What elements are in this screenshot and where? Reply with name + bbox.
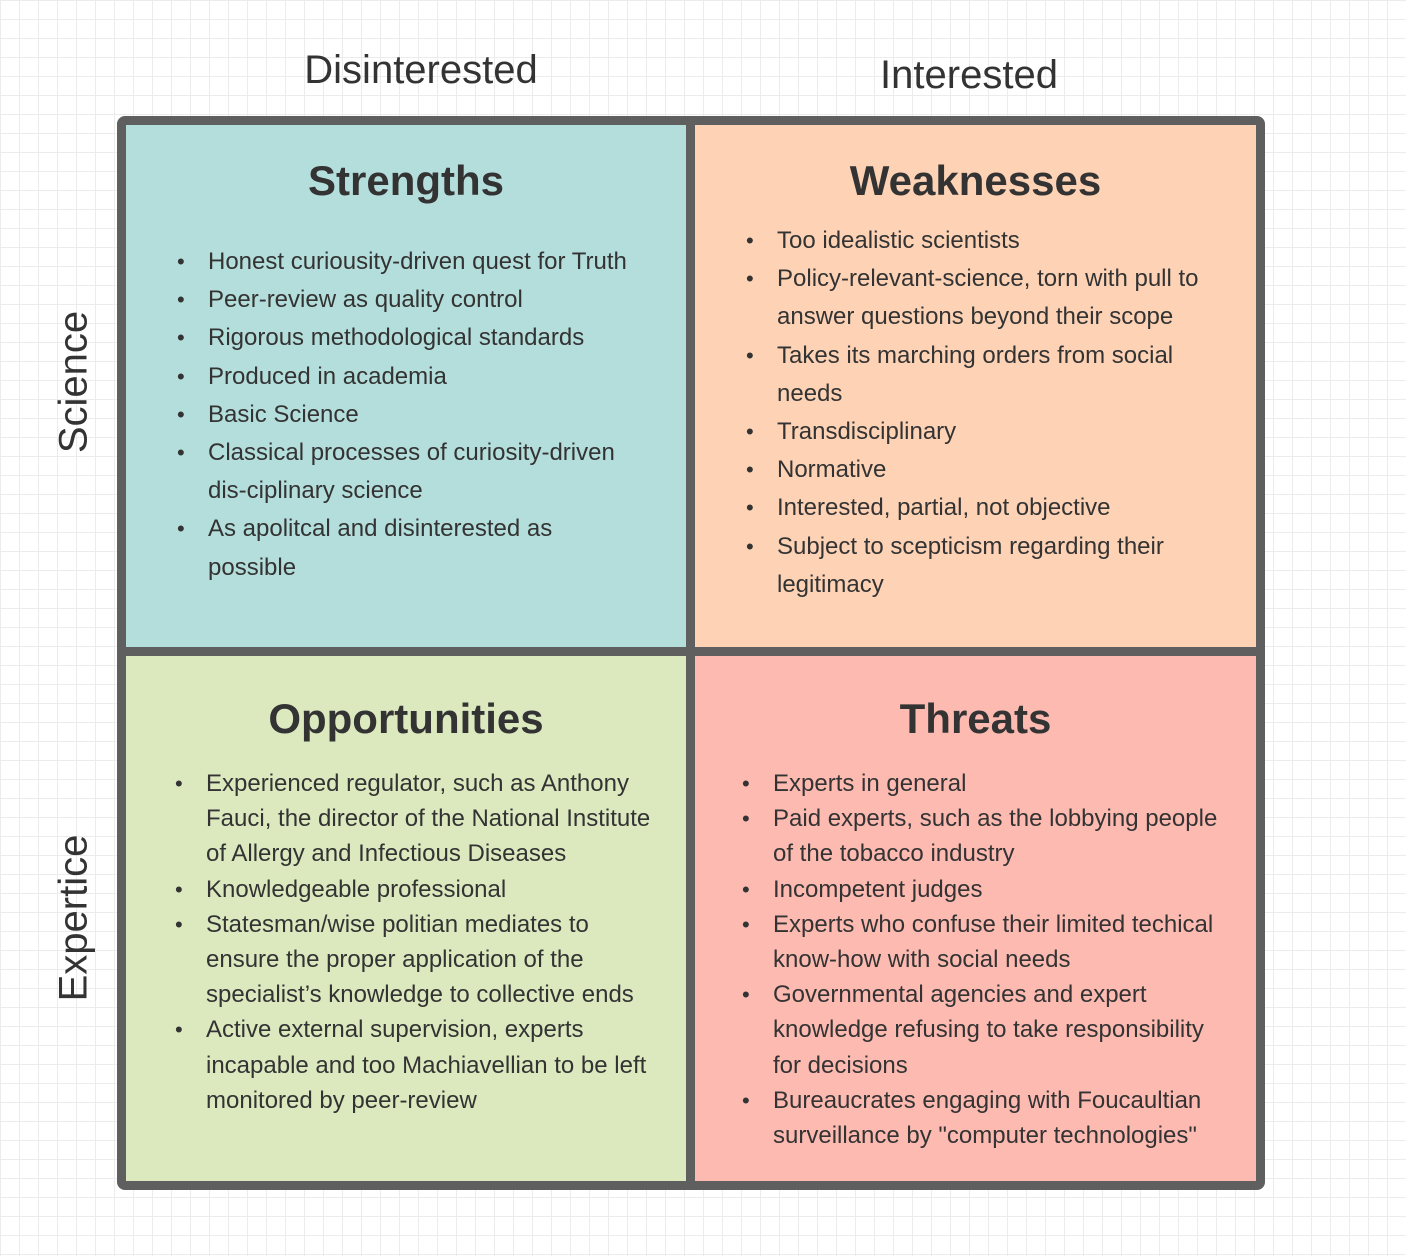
strengths-list-item: Peer-review as quality control <box>177 281 646 319</box>
weaknesses-list-item: Policy-relevant-science, torn with pull … <box>746 260 1220 336</box>
threats-list-item: Experts who confuse their limited techic… <box>742 907 1228 977</box>
threats-list-item: Bureaucrates engaging with Foucaultian s… <box>742 1083 1228 1153</box>
weaknesses-quadrant: Weaknesses Too idealistic scientistsPoli… <box>686 116 1265 656</box>
opportunities-list-item: Knowledgeable professional <box>175 872 656 907</box>
weaknesses-list-item: Too idealistic scientists <box>746 222 1220 260</box>
weaknesses-title: Weaknesses <box>849 157 1102 204</box>
opportunities-list-item: Experienced regulator, such as Anthony F… <box>175 766 656 872</box>
opportunities-list-item: Statesman/wise politian mediates to ensu… <box>175 907 656 1013</box>
opportunities-list-item: Active external supervision, experts inc… <box>175 1012 656 1118</box>
threats-list-item: Experts in general <box>742 766 1228 801</box>
column-label-interested: Interested <box>880 53 1058 97</box>
weaknesses-list-item: Takes its marching orders from social ne… <box>746 337 1220 413</box>
weaknesses-list: Too idealistic scientistsPolicy-relevant… <box>695 222 1220 604</box>
row-label-expertice: Expertice <box>51 834 96 1002</box>
strengths-list-item: Honest curiousity-driven quest for Truth <box>177 243 646 281</box>
strengths-list-item: Classical processes of curiosity-driven … <box>177 434 646 510</box>
strengths-quadrant: Strengths Honest curiousity-driven quest… <box>117 116 695 656</box>
strengths-list: Honest curiousity-driven quest for Truth… <box>126 243 646 587</box>
threats-list-item: Incompetent judges <box>742 872 1228 907</box>
weaknesses-list-item: Interested, partial, not objective <box>746 489 1220 527</box>
column-label-disinterested: Disinterested <box>304 48 538 92</box>
row-label-science: Science <box>51 310 96 454</box>
strengths-title: Strengths <box>307 157 504 204</box>
strengths-list-item: Basic Science <box>177 396 646 434</box>
opportunities-title: Opportunities <box>268 695 544 742</box>
opportunities-quadrant: Opportunities Experienced regulator, suc… <box>117 647 695 1190</box>
threats-list-item: Paid experts, such as the lobbying peopl… <box>742 801 1228 871</box>
opportunities-list: Experienced regulator, such as Anthony F… <box>126 766 656 1118</box>
weaknesses-list-item: Subject to scepticism regarding their le… <box>746 528 1220 604</box>
weaknesses-list-item: Normative <box>746 451 1220 489</box>
weaknesses-list-item: Transdisciplinary <box>746 413 1220 451</box>
strengths-list-item: Produced in academia <box>177 358 646 396</box>
threats-quadrant: Threats Experts in generalPaid experts, … <box>686 647 1265 1190</box>
threats-list: Experts in generalPaid experts, such as … <box>695 766 1228 1153</box>
threats-title: Threats <box>899 695 1052 742</box>
strengths-list-item: As apolitcal and disinterested as possib… <box>177 510 646 586</box>
threats-list-item: Governmental agencies and expert knowled… <box>742 977 1228 1083</box>
strengths-list-item: Rigorous methodological standards <box>177 319 646 357</box>
